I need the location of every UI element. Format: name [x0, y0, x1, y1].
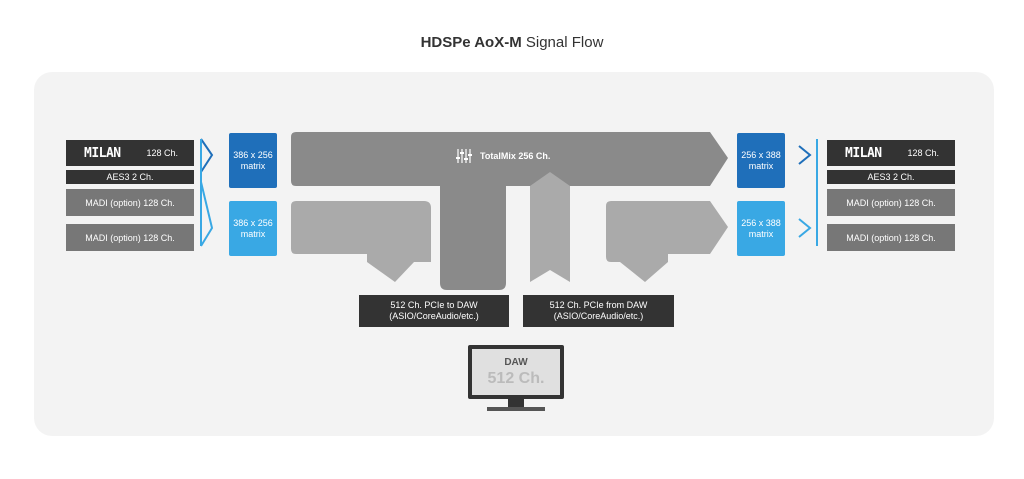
monitor-icon: DAW 512 Ch. [468, 345, 564, 399]
input-milan-channels: 128 Ch. [146, 148, 178, 158]
input-bracket-top [200, 138, 214, 173]
monitor-stand [508, 399, 524, 407]
input-madi-2: MADI (option) 128 Ch. [66, 224, 194, 251]
daw-channels: 512 Ch. [487, 369, 545, 387]
output-milan-channels: 128 Ch. [907, 148, 939, 158]
diagram-title: HDSPe AoX-M Signal Flow [420, 34, 604, 51]
flow-from-daw-up [530, 172, 570, 282]
milan-logo: MILAN [84, 145, 121, 161]
totalmix-body [291, 132, 728, 290]
output-aes3: AES3 2 Ch. [827, 170, 955, 184]
input-bracket-mid [200, 181, 214, 247]
flow-to-daw [291, 201, 431, 282]
output-arrow-top [798, 145, 812, 165]
output-arrow-bottom [798, 218, 812, 238]
input-milan: MILAN 128 Ch. [66, 140, 194, 166]
mixer-faders-icon [456, 149, 472, 163]
totalmix-label: TotalMix 256 Ch. [456, 148, 550, 164]
daw-label: DAW [504, 356, 528, 368]
input-madi-1: MADI (option) 128 Ch. [66, 189, 194, 216]
output-milan: MILAN 128 Ch. [827, 140, 955, 166]
input-aes3: AES3 2 Ch. [66, 170, 194, 184]
daw-screen: DAW 512 Ch. [472, 349, 560, 395]
pcie-to-daw: 512 Ch. PCIe to DAW(ASIO/CoreAudio/etc.) [359, 295, 509, 327]
flow-from-daw-out [606, 201, 728, 282]
pcie-from-daw: 512 Ch. PCIe from DAW(ASIO/CoreAudio/etc… [523, 295, 674, 327]
output-madi-2: MADI (option) 128 Ch. [827, 224, 955, 251]
monitor-base [487, 407, 545, 411]
output-madi-1: MADI (option) 128 Ch. [827, 189, 955, 216]
milan-logo: MILAN [845, 145, 882, 161]
